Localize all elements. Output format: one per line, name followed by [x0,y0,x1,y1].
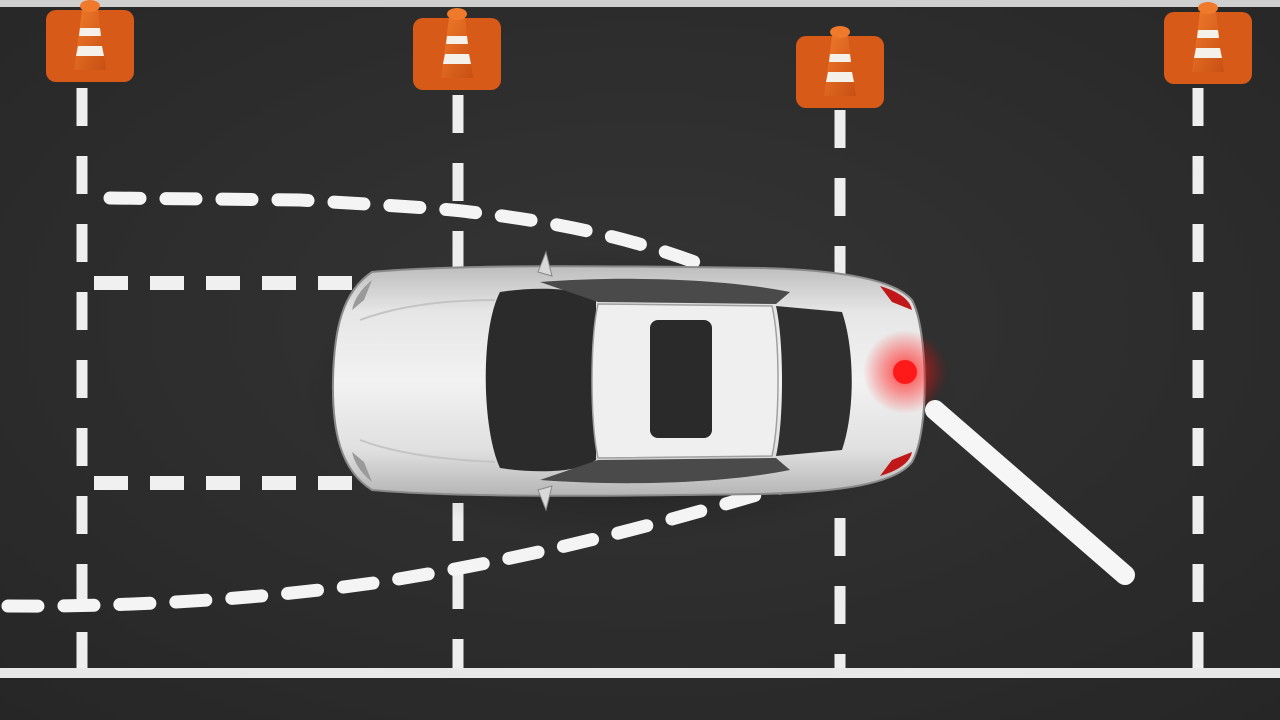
trajectory-upper [103,191,717,275]
car-mirror-left [537,250,553,277]
bottom-boundary-line [0,668,1280,678]
traffic-cone-icon [413,8,501,90]
car-top-view-icon [331,250,926,512]
guide-line [925,400,1135,585]
trajectory-paths [1,191,787,613]
traffic-cone-icon [796,26,884,108]
trajectory-lower [1,481,787,613]
traffic-cones [46,0,1252,108]
car-windshield [485,288,596,472]
traffic-cone-icon [1164,2,1252,84]
car-sunroof [650,320,712,438]
traffic-cone-icon [46,0,134,82]
car-rear-window [776,306,852,456]
target-parking-box [94,276,360,490]
car-mirror-right [537,485,553,512]
top-boundary-line [0,0,1280,7]
